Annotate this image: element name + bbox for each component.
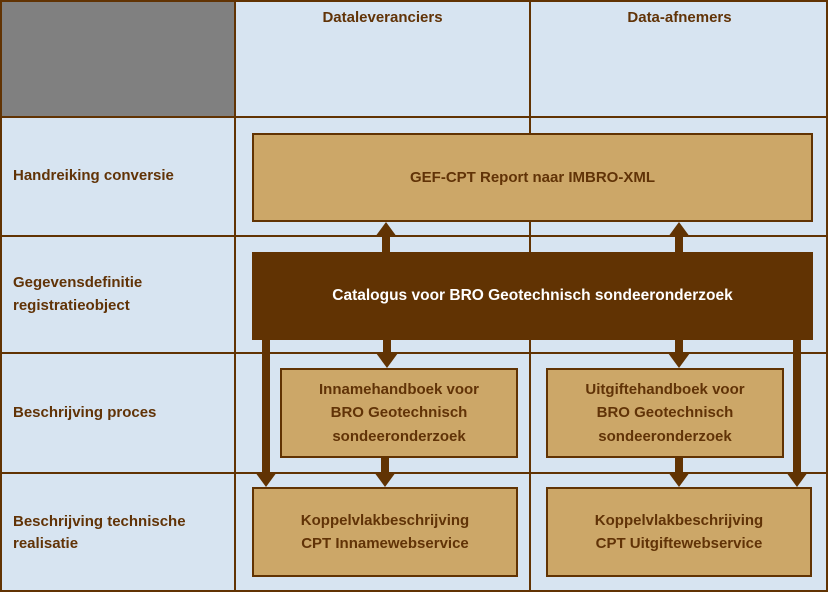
box-uitgiftehandboek: Uitgiftehandboek voor BRO Geotechnisch s… <box>546 368 784 458</box>
box-gef-cpt-conversie: GEF-CPT Report naar IMBRO-XML <box>252 133 813 222</box>
corner-cell <box>0 0 236 117</box>
column-header-data-afnemers: Data-afnemers <box>627 9 732 26</box>
box-koppelvlak-innamewebservice: Koppelvlakbeschrijving CPT Innamewebserv… <box>252 487 518 577</box>
grid-hline-header <box>0 116 828 118</box>
grid-hline-row3 <box>0 472 828 474</box>
grid-vline-labels-dataleveranciers <box>234 0 236 592</box>
grid-hline-row1 <box>0 235 828 237</box>
grid-hline-row2 <box>0 352 828 354</box>
column-header-dataleveranciers: Dataleveranciers <box>322 9 443 26</box>
box-catalogus: Catalogus voor BRO Geotechnisch sondeero… <box>252 252 813 340</box>
row-label-handreiking-conversie: Handreiking conversie <box>13 166 174 184</box>
row-label-beschrijving-technische-realisatie: Beschrijving technische realisatie <box>13 512 186 553</box>
box-koppelvlak-uitgiftewebservice: Koppelvlakbeschrijving CPT Uitgiftewebse… <box>546 487 812 577</box>
row-label-gegevensdefinitie-registratieobject: Gegevensdefinitie registratieobject <box>13 274 143 314</box>
row-label-beschrijving-proces: Beschrijving proces <box>13 403 157 421</box>
box-innamehandboek: Innamehandboek voor BRO Geotechnisch son… <box>280 368 518 458</box>
